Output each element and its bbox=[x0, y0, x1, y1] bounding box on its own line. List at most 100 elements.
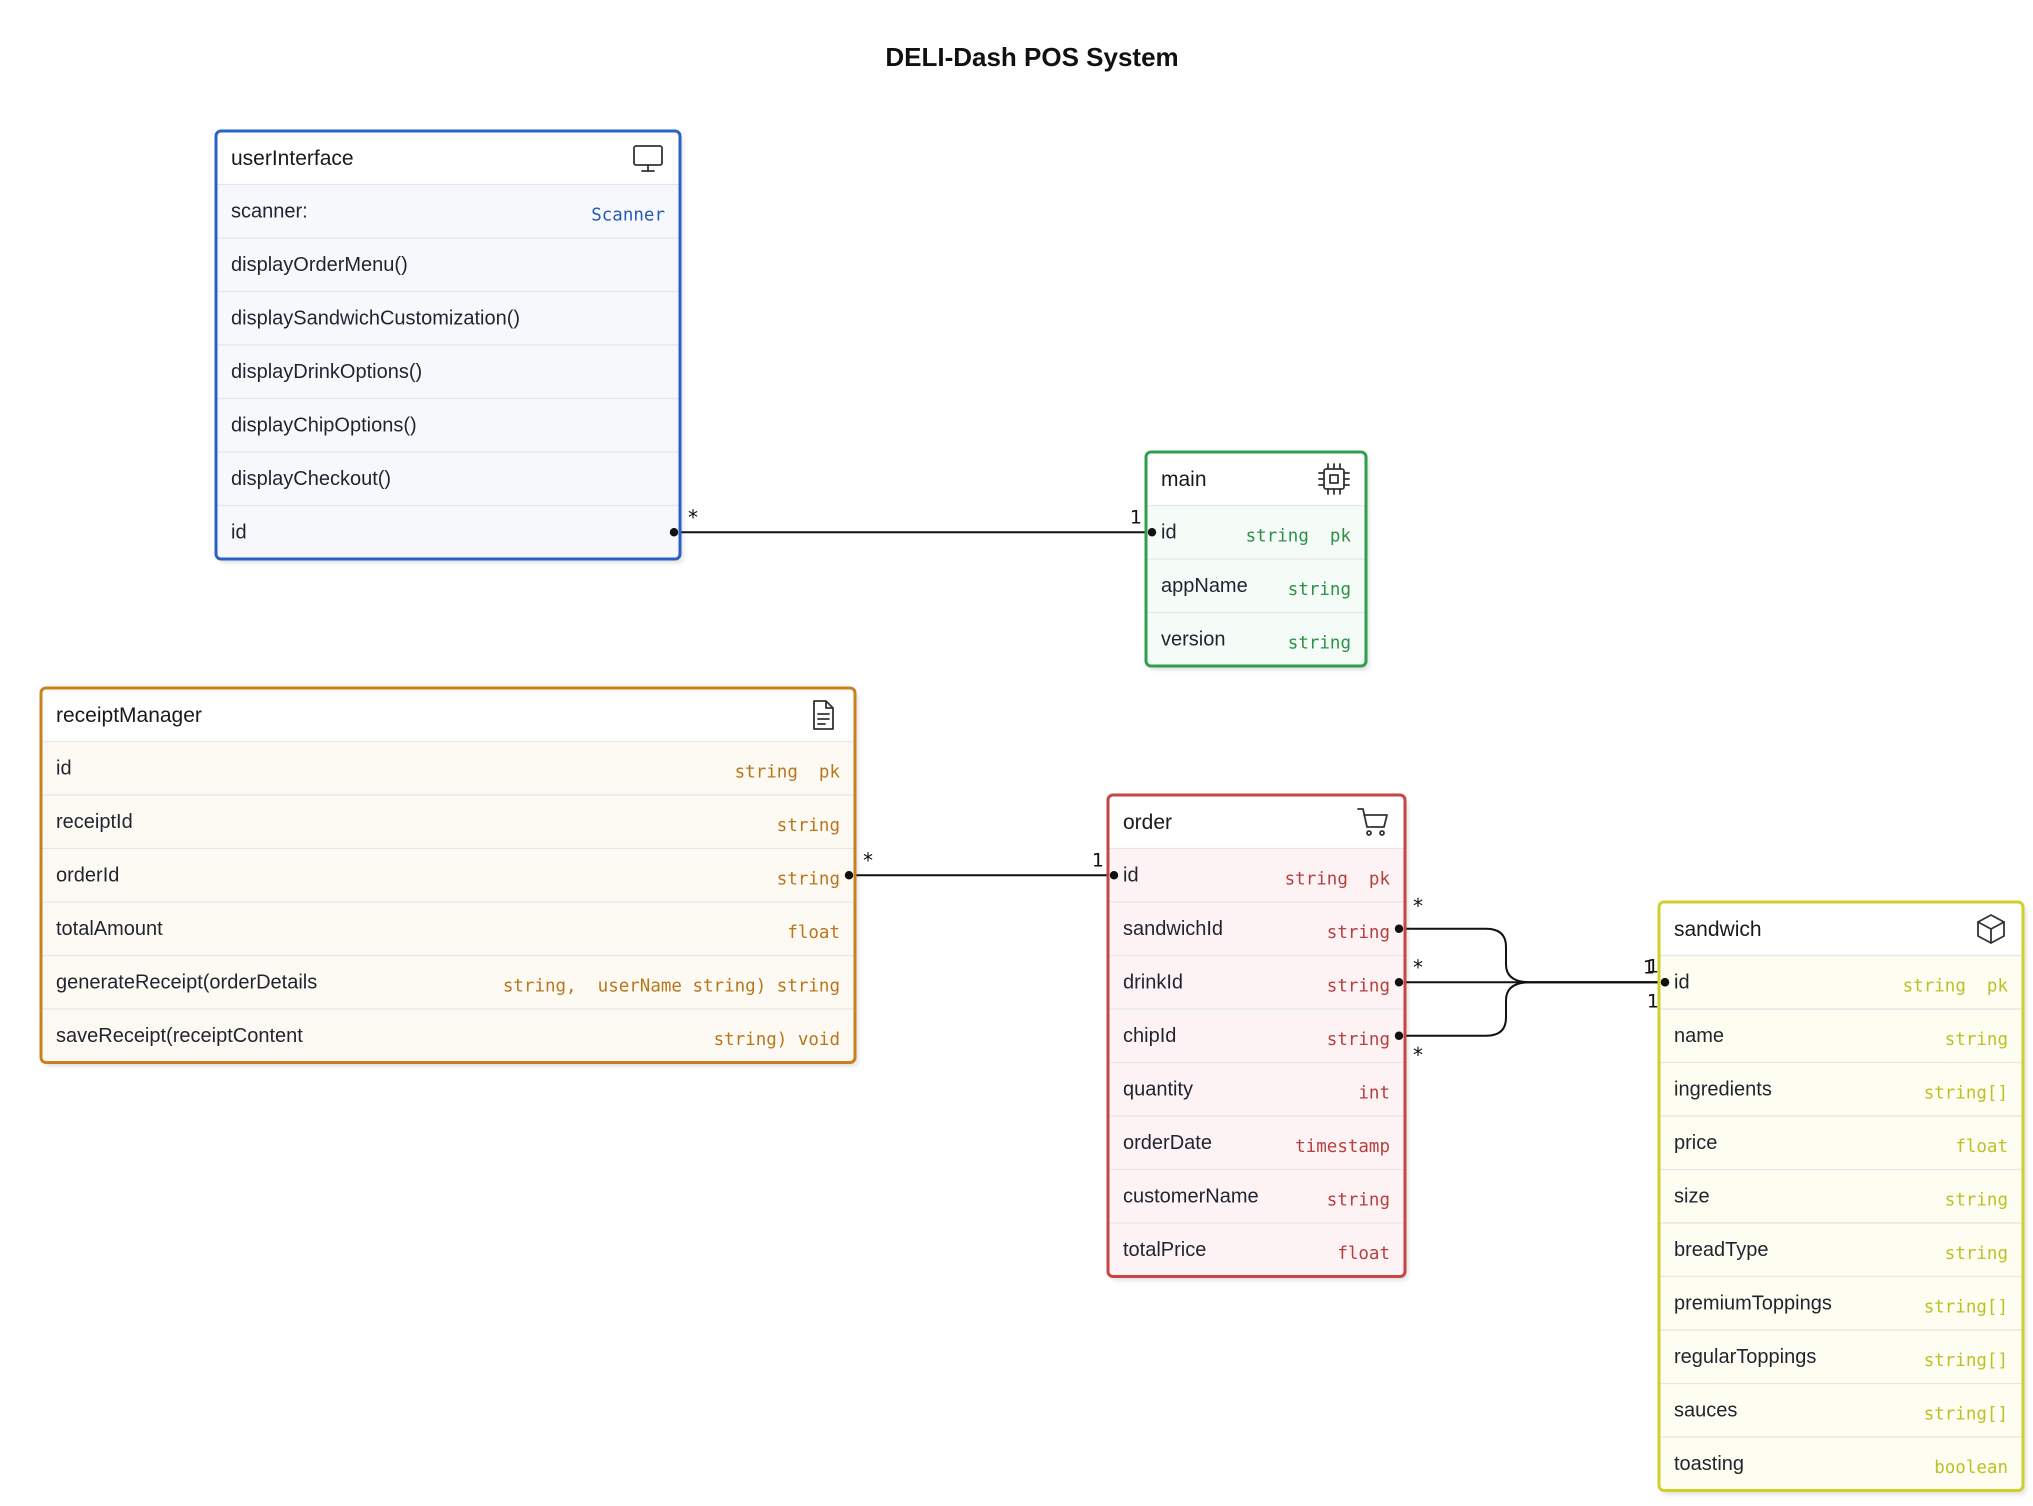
cardinality-label: * bbox=[688, 505, 698, 529]
connection-dot bbox=[669, 528, 679, 537]
field-name: generateReceipt(orderDetails bbox=[56, 972, 317, 994]
field-name: orderId bbox=[56, 865, 119, 887]
cardinality-label: 1 bbox=[1092, 849, 1104, 871]
field-name: appName bbox=[1161, 575, 1248, 597]
field-type: string bbox=[1288, 580, 1351, 600]
cpu-icon bbox=[1318, 463, 1350, 495]
field-name: quantity bbox=[1123, 1079, 1193, 1101]
field-type: string bbox=[777, 816, 840, 836]
field-name: regularToppings bbox=[1674, 1346, 1816, 1368]
field-name: displayOrderMenu() bbox=[231, 254, 408, 276]
field-type: string pk bbox=[1903, 977, 2009, 997]
field-type: string bbox=[777, 870, 840, 890]
field-type: int bbox=[1358, 1084, 1390, 1104]
diagram-title: DELI-Dash POS System bbox=[885, 42, 1178, 72]
field-name: toasting bbox=[1674, 1453, 1744, 1475]
entity-name: receiptManager bbox=[56, 704, 202, 727]
field-type: Scanner bbox=[591, 206, 665, 226]
entity-main[interactable]: main id string pk appName string version strin… bbox=[1144, 450, 1368, 668]
connection-dot bbox=[1394, 1031, 1404, 1040]
relationship-line[interactable] bbox=[1399, 927, 1665, 984]
entity-border bbox=[1657, 900, 2025, 1492]
field-type: string bbox=[1327, 923, 1390, 943]
connection-dot bbox=[1109, 871, 1119, 880]
entity-name: userInterface bbox=[231, 147, 354, 170]
field-name: version bbox=[1161, 629, 1225, 651]
field-type: string bbox=[1945, 1244, 2008, 1264]
field-name: displaySandwichCustomization() bbox=[231, 308, 520, 330]
field-name: size bbox=[1674, 1186, 1710, 1208]
field-name: scanner: bbox=[231, 201, 308, 223]
connection-dot bbox=[844, 871, 854, 880]
field-type: string[] bbox=[1924, 1405, 2008, 1425]
field-name: name bbox=[1674, 1025, 1724, 1047]
field-name: id bbox=[56, 758, 72, 780]
field-name: totalAmount bbox=[56, 918, 163, 940]
field-type: string pk bbox=[1246, 527, 1352, 547]
field-name: orderDate bbox=[1123, 1132, 1212, 1154]
field-name: displayCheckout() bbox=[231, 468, 391, 490]
field-type: timestamp bbox=[1295, 1137, 1390, 1157]
connection-dot bbox=[1394, 924, 1404, 933]
field-type: string bbox=[1327, 1191, 1390, 1211]
entity-name: main bbox=[1161, 468, 1207, 491]
cardinality-label: * bbox=[863, 848, 873, 872]
connection-dot bbox=[1660, 978, 1670, 987]
connection-dot bbox=[1394, 978, 1404, 987]
entity-tables: userInterface scanner: Scanner displayOrder… bbox=[39, 129, 2025, 1492]
field-name: displayDrinkOptions() bbox=[231, 361, 422, 383]
cardinality-label: 1 bbox=[1643, 956, 1655, 978]
entity-border bbox=[214, 129, 682, 561]
field-name: id bbox=[1674, 972, 1690, 994]
document-icon bbox=[813, 700, 834, 730]
field-name: id bbox=[1161, 522, 1177, 544]
field-type: float bbox=[787, 923, 840, 943]
entity-name: order bbox=[1123, 811, 1172, 834]
field-name: price bbox=[1674, 1132, 1717, 1154]
field-type: string) void bbox=[714, 1030, 840, 1050]
entity-name: sandwich bbox=[1674, 918, 1762, 941]
field-name: displayChipOptions() bbox=[231, 415, 417, 437]
field-type: string bbox=[1288, 634, 1351, 654]
field-type: string bbox=[1945, 1191, 2008, 1211]
entity-body bbox=[1146, 505, 1366, 666]
entity-border bbox=[1106, 793, 1407, 1278]
field-type: float bbox=[1955, 1137, 2008, 1157]
field-name: receiptId bbox=[56, 811, 133, 833]
field-name: totalPrice bbox=[1123, 1239, 1206, 1261]
field-name: breadType bbox=[1674, 1239, 1769, 1261]
field-name: premiumToppings bbox=[1674, 1293, 1832, 1315]
field-name: customerName bbox=[1123, 1186, 1259, 1208]
entity-sandwich[interactable]: sandwich id string pk name string ingredients… bbox=[1657, 900, 2025, 1492]
cardinality-label: 1 bbox=[1130, 506, 1142, 528]
cube-icon bbox=[1977, 914, 2005, 944]
field-name: saveReceipt(receiptContent bbox=[56, 1025, 303, 1047]
field-type: string bbox=[1945, 1030, 2008, 1050]
cardinality-label: 1 bbox=[1647, 955, 1659, 977]
field-type: string bbox=[1327, 1030, 1390, 1050]
field-type: string[] bbox=[1924, 1298, 2008, 1318]
field-type: string[] bbox=[1924, 1084, 2008, 1104]
field-type: float bbox=[1337, 1244, 1390, 1264]
cardinality-label: * bbox=[1413, 955, 1423, 979]
field-name: id bbox=[1123, 865, 1139, 887]
field-type: boolean bbox=[1934, 1458, 2008, 1478]
cart-icon bbox=[1357, 808, 1388, 836]
cardinality-label: * bbox=[1413, 894, 1423, 918]
entity-userInterface[interactable]: userInterface scanner: Scanner displayOrder… bbox=[214, 129, 682, 561]
monitor-icon bbox=[633, 145, 663, 172]
cardinality-label: * bbox=[1413, 1043, 1423, 1067]
field-type: string pk bbox=[1285, 870, 1391, 890]
entity-body bbox=[216, 184, 680, 559]
field-type: string, userName string) string bbox=[503, 977, 840, 997]
field-type: string[] bbox=[1924, 1351, 2008, 1371]
field-name: id bbox=[231, 522, 247, 544]
field-name: sauces bbox=[1674, 1400, 1737, 1422]
field-type: string bbox=[1327, 977, 1390, 997]
field-name: drinkId bbox=[1123, 972, 1183, 994]
relationship-line[interactable] bbox=[1399, 981, 1665, 1037]
field-name: ingredients bbox=[1674, 1079, 1772, 1101]
